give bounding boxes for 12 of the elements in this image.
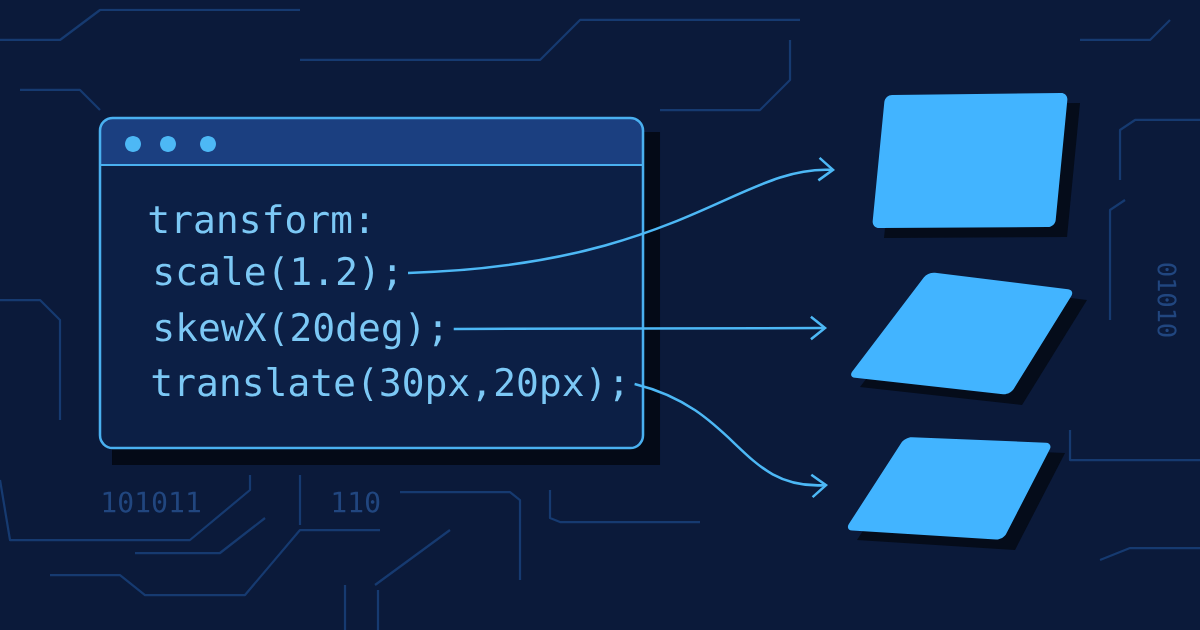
parallelogram-shape [872, 93, 1080, 238]
parallelogram-shape [847, 437, 1065, 550]
parallelogram-shape [851, 272, 1087, 405]
arrow [407, 156, 835, 275]
code-line: skewX(20deg); [156, 312, 441, 350]
binary-digits: 110 [333, 491, 380, 513]
binary-digits: 101011 [103, 491, 200, 513]
code-line: scale(1.2); [156, 255, 395, 291]
arrow [453, 315, 827, 341]
arrow [634, 382, 828, 499]
binary-digits: 01010 [1157, 263, 1177, 337]
code-line: translate(30px,20px); [152, 366, 622, 404]
